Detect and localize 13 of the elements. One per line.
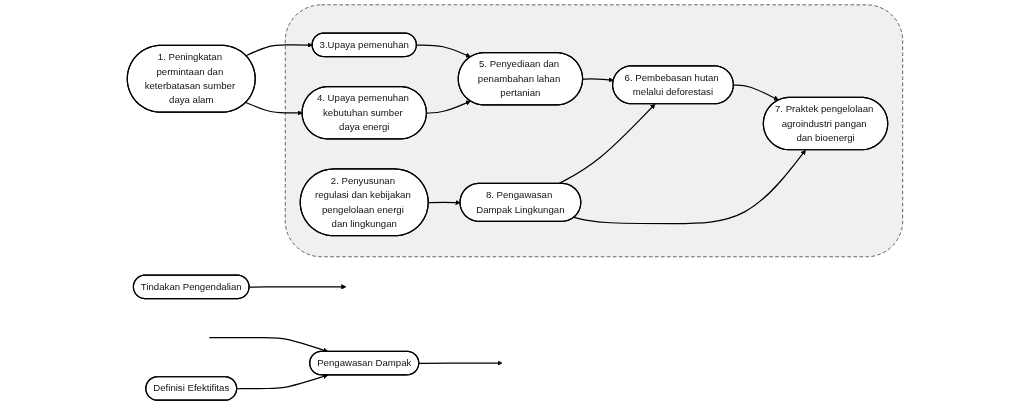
cluster: [284, 4, 903, 258]
arrow: [573, 149, 806, 225]
arrow: [426, 100, 471, 114]
arrow: [245, 101, 303, 116]
arrow: [416, 44, 471, 58]
arrow: [557, 103, 656, 185]
arrow: [248, 284, 347, 290]
arrow: [208, 337, 329, 353]
arrow: [582, 77, 614, 83]
arrow: [733, 84, 779, 101]
arrow: [245, 42, 313, 57]
arrow: [418, 360, 503, 366]
arrow: [236, 374, 329, 390]
